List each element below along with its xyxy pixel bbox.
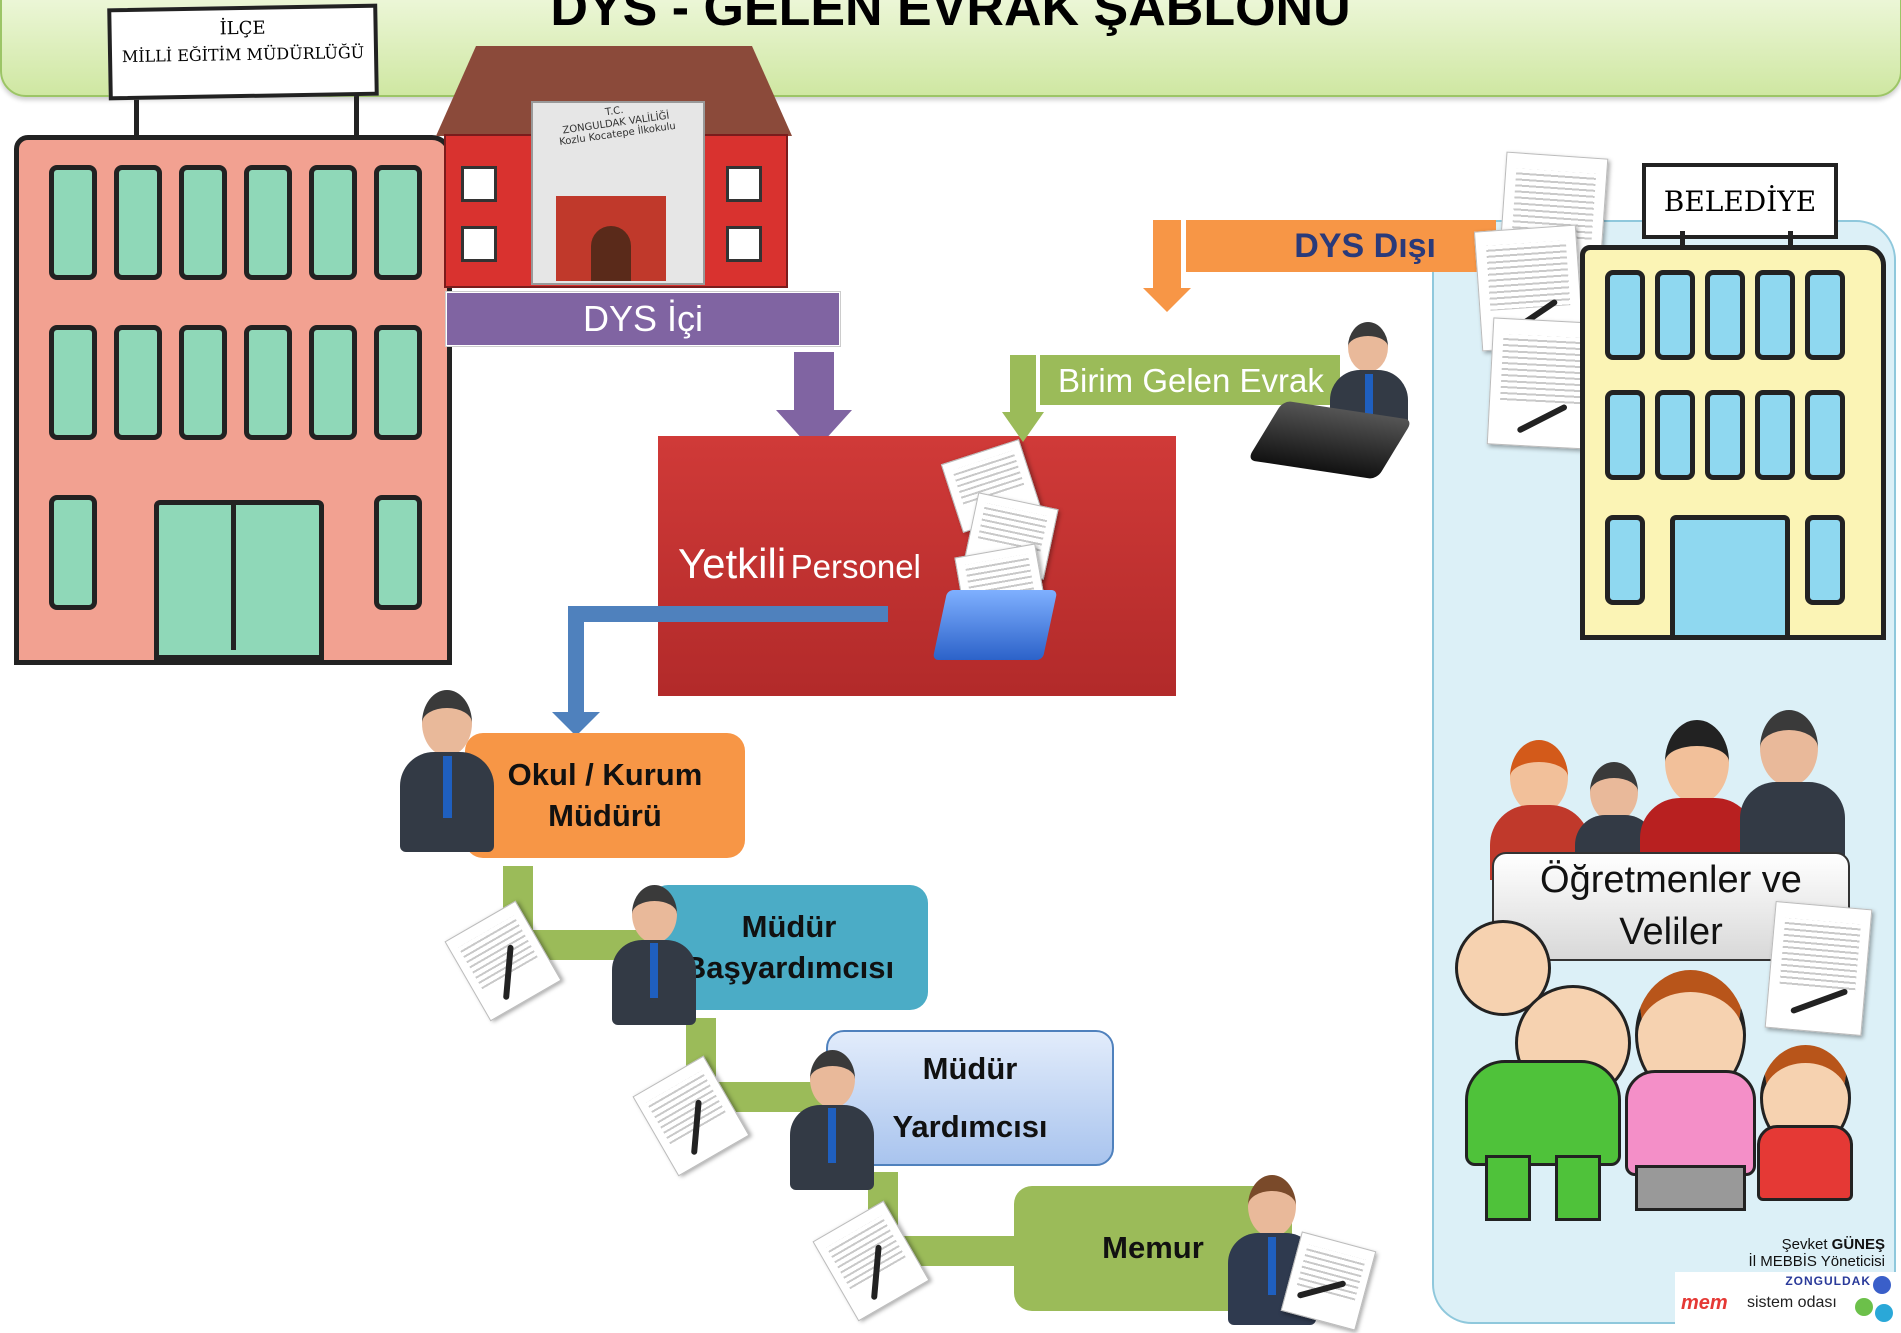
blue-arrow-v (568, 606, 584, 716)
sign-post (1680, 231, 1685, 247)
cartoon-family (1445, 900, 1865, 1221)
businessman-icon (400, 690, 495, 855)
mudur-basyardimcisi-box: Müdür Başyardımcısı (650, 885, 928, 1010)
businessman-icon (790, 1050, 875, 1190)
signed-document-icon (812, 1200, 930, 1322)
folder-icon (930, 439, 1080, 670)
orange-arrow (1153, 220, 1181, 292)
dys-disi-bar: DYS Dışı (1186, 220, 1496, 272)
green-arrow-head (1002, 412, 1044, 442)
yetkili-personel-box (658, 436, 1176, 696)
school-building: T.C. ZONGULDAK VALİLİĞİ Kozlu Kocatepe İ… (436, 46, 792, 288)
blue-arrow-head (552, 712, 600, 736)
yetkili-personel-label: Yetkili Personel (678, 540, 921, 587)
page-title: DYS - GELEN EVRAK ŞABLONU (550, 0, 1351, 37)
purple-arrow (794, 352, 834, 412)
mudur-yardimcisi-box: Müdür Yardımcısı (826, 1030, 1114, 1166)
dys-ici-bar: DYS İçi (446, 292, 840, 346)
mem-building (14, 85, 452, 665)
belediye-sign: BELEDİYE (1642, 163, 1838, 239)
author-credit: Şevket GÜNEŞ İl MEBBİS Yöneticisi (1748, 1236, 1885, 1270)
sistem-odasi-logo: ZONGULDAK mem sistem odası (1675, 1272, 1897, 1330)
okul-mudur-box: Okul / Kurum Müdürü (465, 733, 745, 858)
sign-post (1788, 231, 1793, 247)
birim-gelen-evrak-bar: Birim Gelen Evrak (1040, 355, 1340, 405)
ilce-sign: İLÇE MİLLİ EĞİTİM MÜDÜRLÜĞÜ (107, 3, 379, 101)
orange-arrow-head (1143, 288, 1191, 312)
blue-arrow-h (568, 606, 888, 622)
document-icon (1486, 317, 1596, 450)
green-arrow (1010, 355, 1036, 415)
signed-document-icon (444, 900, 562, 1022)
signed-document-icon (1764, 901, 1873, 1036)
belediye-building (1580, 245, 1886, 640)
businessman-icon (612, 885, 697, 1025)
signed-document-icon (632, 1055, 750, 1177)
